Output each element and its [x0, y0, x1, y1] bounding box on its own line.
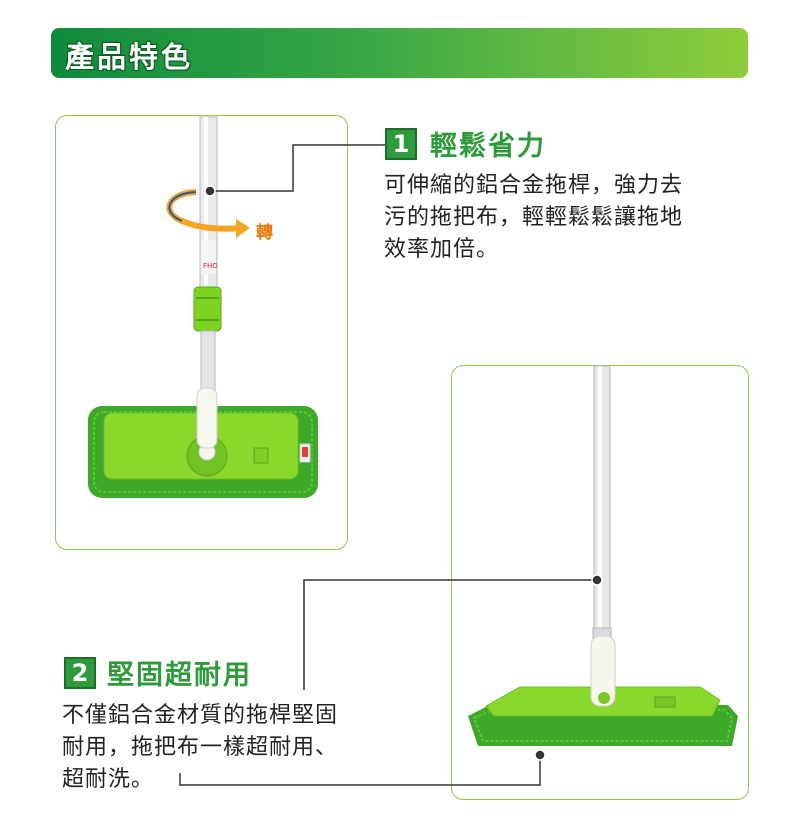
- section-header-bar: 產品特色: [51, 28, 748, 78]
- mop-top-view: FHO: [88, 116, 318, 498]
- desc-line: 不僅鋁合金材質的拖桿堅固: [62, 703, 339, 728]
- svg-text:FHO: FHO: [203, 262, 218, 270]
- feature-2-number-badge: 2: [64, 657, 96, 689]
- rotate-label: 轉: [256, 223, 273, 243]
- feature-2-title: 堅固超耐用: [107, 660, 252, 691]
- feature-1-number-badge: 1: [385, 128, 417, 160]
- callout-connector-2: [179, 574, 603, 786]
- callout-connector-1: [204, 144, 385, 197]
- desc-line: 超耐洗。: [62, 767, 155, 792]
- desc-line: 污的拖把布，輕輕鬆鬆讓拖地: [384, 205, 684, 230]
- feature-1-title: 輕鬆省力: [430, 131, 546, 162]
- desc-line: 可伸縮的鋁合金拖桿，強力去: [384, 173, 684, 198]
- desc-line: 效率加倍。: [384, 237, 500, 262]
- mop-standing-view: [468, 365, 738, 746]
- section-title: 產品特色: [65, 40, 194, 74]
- desc-line: 耐用，拖把布一樣超耐用、: [62, 735, 339, 760]
- feature-1-description: 可伸縮的鋁合金拖桿，強力去 污的拖把布，輕輕鬆鬆讓拖地 效率加倍。: [384, 170, 683, 266]
- feature-2-description: 不僅鋁合金材質的拖桿堅固 耐用，拖把布一樣超耐用、 超耐洗。: [62, 700, 338, 796]
